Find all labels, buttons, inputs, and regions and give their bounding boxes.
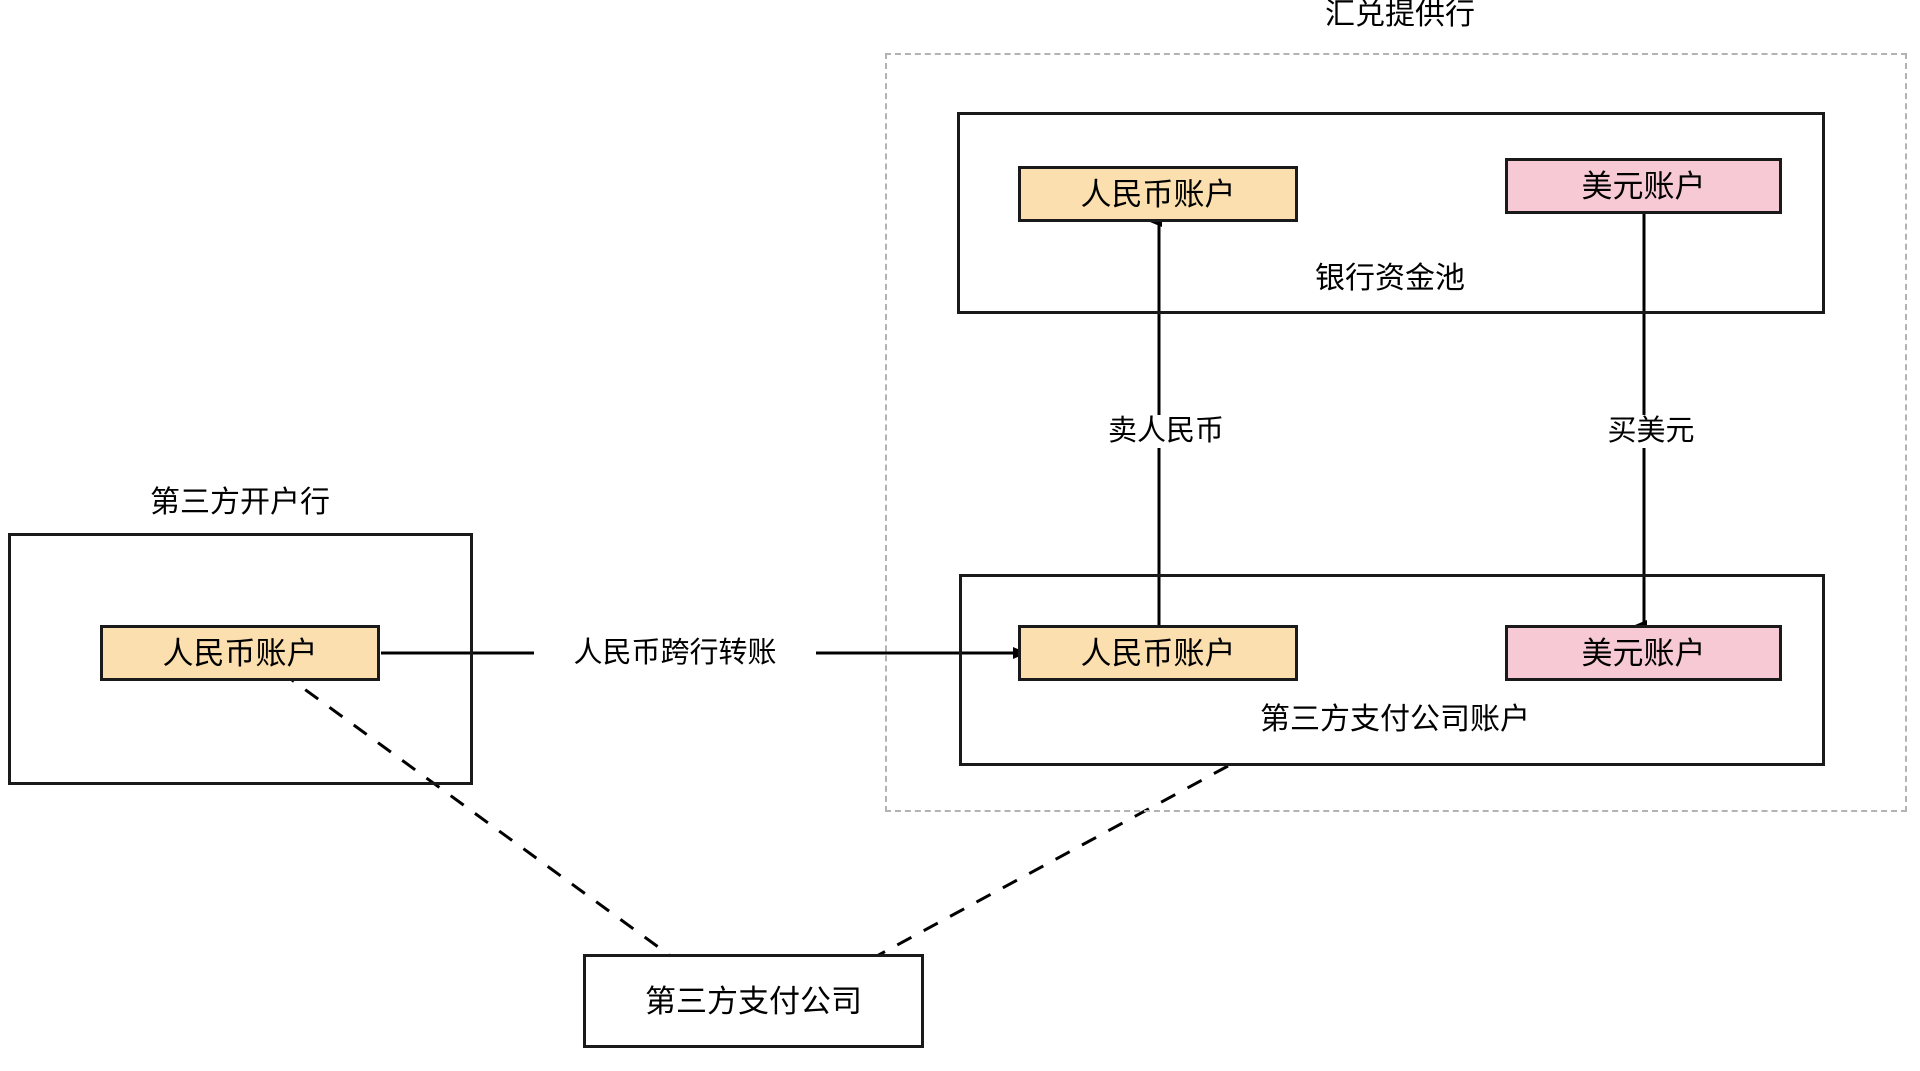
group-third-party-opening-bank xyxy=(8,533,473,785)
node-tpp-usd-account[interactable]: 美元账户 xyxy=(1505,625,1782,681)
edge-label-rmb-interbank-transfer: 人民币跨行转账 xyxy=(534,637,816,670)
group-bank-fund-pool xyxy=(957,112,1825,314)
node-pool-usd-account[interactable]: 美元账户 xyxy=(1505,158,1782,214)
node-third-party-payment-company[interactable]: 第三方支付公司 xyxy=(583,954,924,1048)
node-opening-bank-rmb-account[interactable]: 人民币账户 xyxy=(100,625,380,681)
group-exchange-provider-bank xyxy=(885,53,1907,812)
group-bank-fund-pool-label: 银行资金池 xyxy=(1315,262,1465,295)
connector-ownership-left xyxy=(280,670,673,959)
node-tpp-rmb-account[interactable]: 人民币账户 xyxy=(1018,625,1298,681)
node-pool-rmb-account[interactable]: 人民币账户 xyxy=(1018,166,1298,222)
group-third-party-opening-bank-label: 第三方开户行 xyxy=(150,486,330,519)
edge-label-buy-usd: 买美元 xyxy=(1575,415,1727,448)
edge-label-sell-rmb: 卖人民币 xyxy=(1075,415,1257,448)
group-third-party-payment-account xyxy=(959,574,1825,766)
group-third-party-payment-account-label: 第三方支付公司账户 xyxy=(1260,703,1530,736)
connector-ownership-right xyxy=(874,764,1229,959)
group-exchange-provider-bank-label: 汇兑提供行 xyxy=(1325,0,1475,31)
